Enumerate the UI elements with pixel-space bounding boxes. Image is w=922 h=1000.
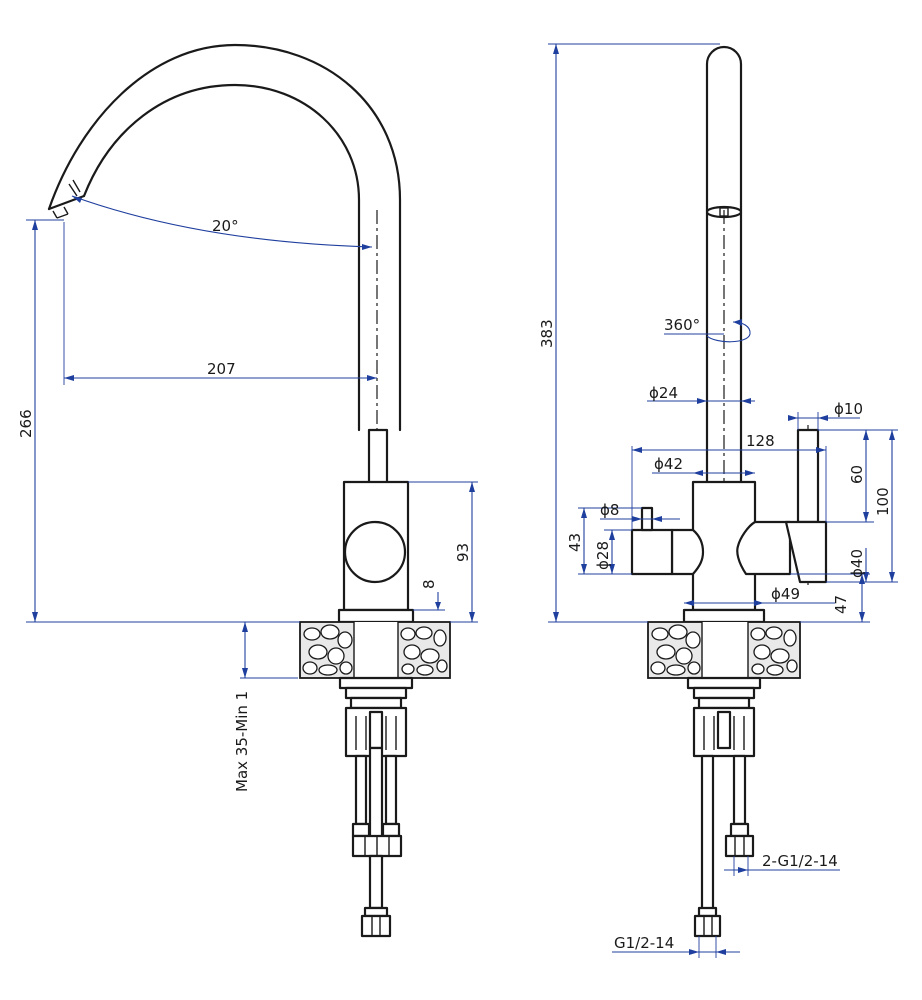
label-body-height: 93 [454,543,472,562]
label-base-dia: ϕ49 [771,585,800,603]
label-handle-dia: ϕ40 [848,549,866,578]
front-dimensions [26,195,478,679]
label-span: 128 [746,432,775,450]
side-body [630,428,828,624]
side-dimensions [548,43,898,958]
front-view: 20° 207 266 93 8 Max 35-Min 1 [17,43,478,938]
label-rotation: 360° [664,316,700,334]
label-deck-thickness: Max 35-Min 1 [233,691,251,792]
front-mounting [338,676,414,938]
label-handle-rod-length: 60 [848,465,866,484]
side-view: 383 360° ϕ24 ϕ10 128 ϕ42 60 100 ϕ8 43 ϕ2… [538,43,898,958]
side-mounting [686,676,762,938]
label-body-dia: ϕ42 [654,455,683,473]
label-side-height: 43 [566,533,584,552]
label-handle-rod-dia: ϕ10 [834,400,863,418]
label-spout-dia: ϕ24 [649,384,678,402]
label-inlet-single: G1/2-14 [614,934,674,952]
label-handle-height: 100 [874,487,892,516]
label-base-ring: 8 [420,579,438,589]
label-inlet-pair: 2-G1/2-14 [762,852,838,870]
label-side-dia: ϕ28 [594,541,612,570]
front-spout [47,43,402,620]
label-reach: 207 [207,360,236,378]
front-body [337,428,415,624]
side-countertop [647,621,801,679]
label-knob-dia: ϕ8 [600,501,619,519]
front-countertop [299,621,451,679]
label-spout-height: 266 [17,409,35,438]
label-angle-spout: 20° [212,217,239,235]
front-stone-texture [302,624,448,676]
label-base-height: 47 [832,595,850,614]
side-stone-texture [650,624,798,676]
label-total-height: 383 [538,319,556,348]
